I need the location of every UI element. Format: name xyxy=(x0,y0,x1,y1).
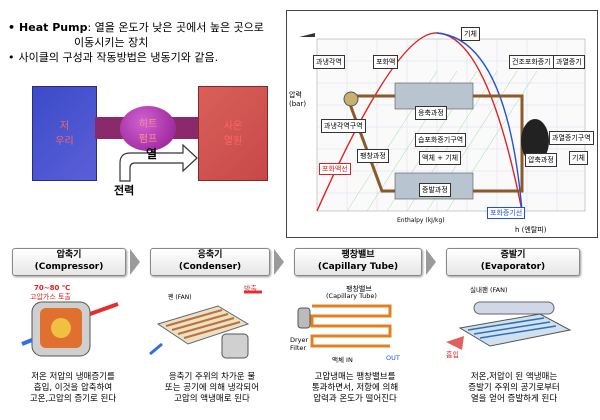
compressor-gas-label: 고압가스 토출 xyxy=(30,293,71,301)
heat-label: 열 xyxy=(146,147,158,161)
ph-inner-label: 기체 xyxy=(569,151,588,165)
ph-inner-label: 액체 + 기체 xyxy=(419,151,462,165)
capillary-sub-label: (Capillary Tube) xyxy=(326,292,377,300)
ph-top-label: 포화액 xyxy=(373,55,399,69)
step-caption-evaporator: 저온,저압이 된 액냉매는 증발기 주위의 공기로부터 열을 얻어 증발하게 된… xyxy=(440,372,588,405)
caption-line: 저온,저압이 된 액냉매는 xyxy=(470,372,558,382)
capillary-label: 팽창밸브 xyxy=(346,285,372,293)
bullet-item: •사이클의 구성과 작동방법은 냉동기와 같음. xyxy=(8,51,219,64)
pump-label: 히트 펌프 xyxy=(138,119,158,145)
ph-inner-label: 팽창과정 xyxy=(357,149,389,163)
saturated-liquid-label: 포화액선 xyxy=(319,163,351,175)
heat-flow-arrow xyxy=(119,143,198,182)
caption-line: 고온,고압의 증기로 된다 xyxy=(29,394,117,404)
caption-line: 고압의 액냉매로 된다 xyxy=(174,394,250,404)
heat-pump-circle: 히트 펌프 xyxy=(120,106,176,151)
ph-inner-label: 압축과정 xyxy=(525,153,557,167)
compressor-temp-label: 70~80 ℃ xyxy=(34,284,71,292)
step-title: 증발기 xyxy=(500,250,526,260)
power-label: 전력 xyxy=(114,184,135,197)
ph-diagram: 압력(bar) h (엔탈피) Enthalpy (kJ/kg) 과냉각역 포화… xyxy=(286,10,598,238)
bullet-list: • Heat Pump: 열을 온도가 낮은 곳에서 높은 곳으로 이동시키는 … xyxy=(8,20,264,65)
steps-row: 압축기 (Compressor) 응축기 (Condenser) 팽창밸브 (C… xyxy=(12,248,592,278)
ph-top-label: 기체 xyxy=(461,27,480,41)
step-caption-capillary: 고압냉매는 팽창밸브를 통과하면서, 저항에 의해 압력과 온도가 떨어진다 xyxy=(288,372,422,405)
bullet-label: Heat Pump xyxy=(19,21,88,34)
ph-top-label: 건조포화증기 xyxy=(509,55,554,69)
step-subtitle: (Evaporator) xyxy=(480,262,546,272)
caption-line: 통과하면서, 저항에 의해 xyxy=(311,383,399,393)
compressor-illustration xyxy=(21,301,119,357)
ph-top-label: 과열증기 xyxy=(553,55,585,69)
bullet-continuation: 이동시키는 장치 xyxy=(74,36,149,49)
caption-line: 흡입, 이것을 압축하여 xyxy=(33,383,113,393)
step-title: 팽창밸브 xyxy=(341,250,375,260)
step-compressor-box: 압축기 (Compressor) xyxy=(12,248,126,276)
caption-line: 또는 공기에 의해 냉각되어 xyxy=(164,383,260,393)
x-axis-sub-label: Enthalpy (kJ/kg) xyxy=(397,217,445,224)
step-subtitle: (Capillary Tube) xyxy=(317,262,399,272)
high-temp-source: 사온 열원 xyxy=(198,86,268,181)
step-subtitle: (Condenser) xyxy=(178,262,242,272)
step-caption-compressor: 저온 저압의 냉매증기를 흡입, 이것을 압축하여 고온,고압의 증기로 된다 xyxy=(8,372,138,405)
step-arrow xyxy=(274,249,284,275)
ph-inner-label: 과냉각역구역 xyxy=(321,119,366,133)
caption-line: 응축기 주위의 차가운 물 xyxy=(168,372,256,382)
caption-line: 압력과 온도가 떨어진다 xyxy=(313,394,397,404)
step-subtitle: (Compressor) xyxy=(34,262,104,272)
evaporator-fan-label: 실내팬 (FAN) xyxy=(470,286,508,294)
bullet-text: : 열을 온도가 낮은 곳에서 높은 곳으로 xyxy=(87,21,264,34)
low-source-label: 저 우리 xyxy=(55,121,74,147)
y-axis-label: 압력(bar) xyxy=(289,91,307,108)
dryer-label: Dryer Filter xyxy=(290,336,309,352)
caption-line: 고압냉매는 팽창밸브를 xyxy=(314,372,396,382)
low-temp-source: 저 우리 xyxy=(32,86,97,181)
condenser-out-label: 방출 xyxy=(244,285,257,293)
step-arrow xyxy=(426,249,436,275)
step-condenser-box: 응축기 (Condenser) xyxy=(150,248,270,276)
ph-top-label: 과냉각역 xyxy=(313,55,345,69)
step-caption-condenser: 응축기 주위의 차가운 물 또는 공기에 의해 냉각되어 고압의 액냉매로 된다 xyxy=(142,372,282,405)
ph-inner-label: 습포화증기구역 xyxy=(415,133,467,147)
evaporator-illustration xyxy=(446,301,572,350)
high-source-label: 사온 열원 xyxy=(223,121,243,147)
x-axis-label: h (엔탈피) xyxy=(515,226,547,234)
evaporator-in-label: 흡입 xyxy=(446,351,459,359)
capillary-in-label: 액체 IN xyxy=(332,356,353,364)
caption-line: 증발기 주위의 공기로부터 xyxy=(468,383,560,393)
ph-inner-label: 응축과정 xyxy=(415,106,447,120)
step-title: 압축기 xyxy=(56,250,82,260)
ph-inner-label: 과열증기구역 xyxy=(549,131,594,145)
ph-inner-label: 증발과정 xyxy=(419,183,451,197)
bullet-item: • Heat Pump: 열을 온도가 낮은 곳에서 높은 곳으로 xyxy=(8,21,264,34)
saturated-vapor-label: 포화증기선 xyxy=(487,207,526,219)
condenser-illustration xyxy=(149,290,262,359)
capillary-out-label: OUT xyxy=(386,354,400,362)
step-capillary-box: 팽창밸브 (Capillary Tube) xyxy=(294,248,422,276)
capillary-illustration xyxy=(297,304,392,348)
caption-line: 저온 저압의 냉매증기를 xyxy=(31,372,115,382)
step-title: 응축기 xyxy=(197,250,223,260)
step-arrow xyxy=(130,249,140,275)
step-evaporator-box: 증발기 (Evaporator) xyxy=(446,248,580,276)
bullet-text: 사이클의 구성과 작동방법은 냉동기와 같음. xyxy=(18,51,219,64)
condenser-fan-label: 팬 (FAN) xyxy=(168,294,192,301)
caption-line: 열을 얻어 증발하게 된다 xyxy=(470,394,558,404)
